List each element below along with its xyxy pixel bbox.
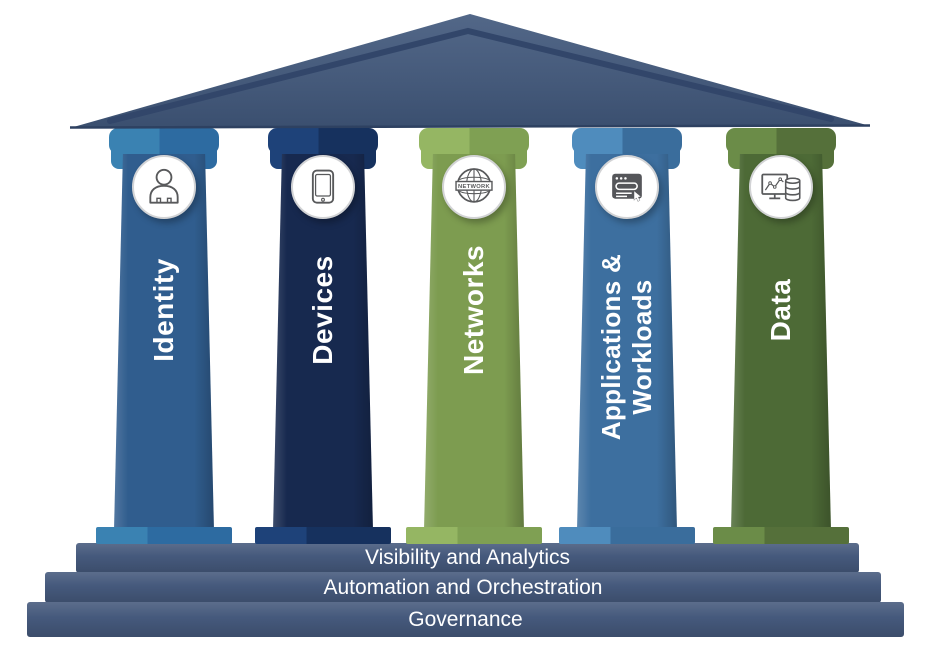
network-globe-icon: NETWORK (455, 168, 493, 203)
pillar-label: Devices (307, 255, 339, 364)
pillar-capital (572, 128, 682, 154)
pillar-data: Data (711, 128, 851, 548)
foundation-step-label: Automation and Orchestration (323, 575, 603, 599)
roof-bevel (107, 27, 834, 124)
person-icon (149, 168, 179, 204)
devices-icon-badge (291, 155, 355, 219)
foundation-step-label: Governance (408, 607, 523, 631)
foundation-step-label: Visibility and Analytics (364, 546, 571, 569)
foundation-step-governance: Governance (27, 602, 904, 637)
foundation-step-automation-orchestration: Automation and Orchestration (45, 572, 881, 603)
pillar-identity: Identity (94, 128, 234, 548)
smartphone-icon (311, 169, 335, 204)
pillar-label-line: Data (765, 278, 796, 342)
pillar-base (255, 527, 391, 544)
pillar-applications-workloads: Applications & Workloads (557, 128, 697, 548)
foundation-step-visibility-analytics: Visibility and Analytics (76, 543, 859, 573)
network-banner-label: NETWORK (458, 184, 490, 190)
pillar-label-line: Workloads (627, 279, 657, 415)
pillar-label: Networks (458, 245, 490, 375)
pillar-base (713, 527, 849, 544)
pillar-devices: Devices (253, 128, 393, 548)
data-icon-badge (749, 155, 813, 219)
networks-icon-badge: NETWORK (442, 155, 506, 219)
identity-icon-badge (132, 155, 196, 219)
pillar-capital (419, 128, 529, 154)
pillar-label: Data (765, 279, 797, 342)
roof-triangle (70, 14, 870, 128)
pillar-capital (268, 128, 378, 154)
pillar-label-line: Applications & (596, 253, 626, 441)
pillar-capital (109, 128, 219, 154)
app-window-icon (612, 173, 642, 202)
pillar-capital (726, 128, 836, 154)
pillar-label: Applications & Workloads (596, 254, 658, 440)
pillar-label-line: Networks (458, 244, 489, 376)
pillar-label-line: Devices (307, 255, 338, 365)
pillar-base (406, 527, 542, 544)
pillar-label: Identity (148, 258, 180, 362)
data-analytics-icon (761, 173, 801, 202)
pillar-label-line: Identity (148, 258, 179, 362)
pillar-base (96, 527, 232, 544)
applications-icon-badge (595, 155, 659, 219)
pillar-base (559, 527, 695, 544)
roof-shading (70, 14, 870, 128)
pillar-networks: NETWORK Networks (404, 128, 544, 548)
